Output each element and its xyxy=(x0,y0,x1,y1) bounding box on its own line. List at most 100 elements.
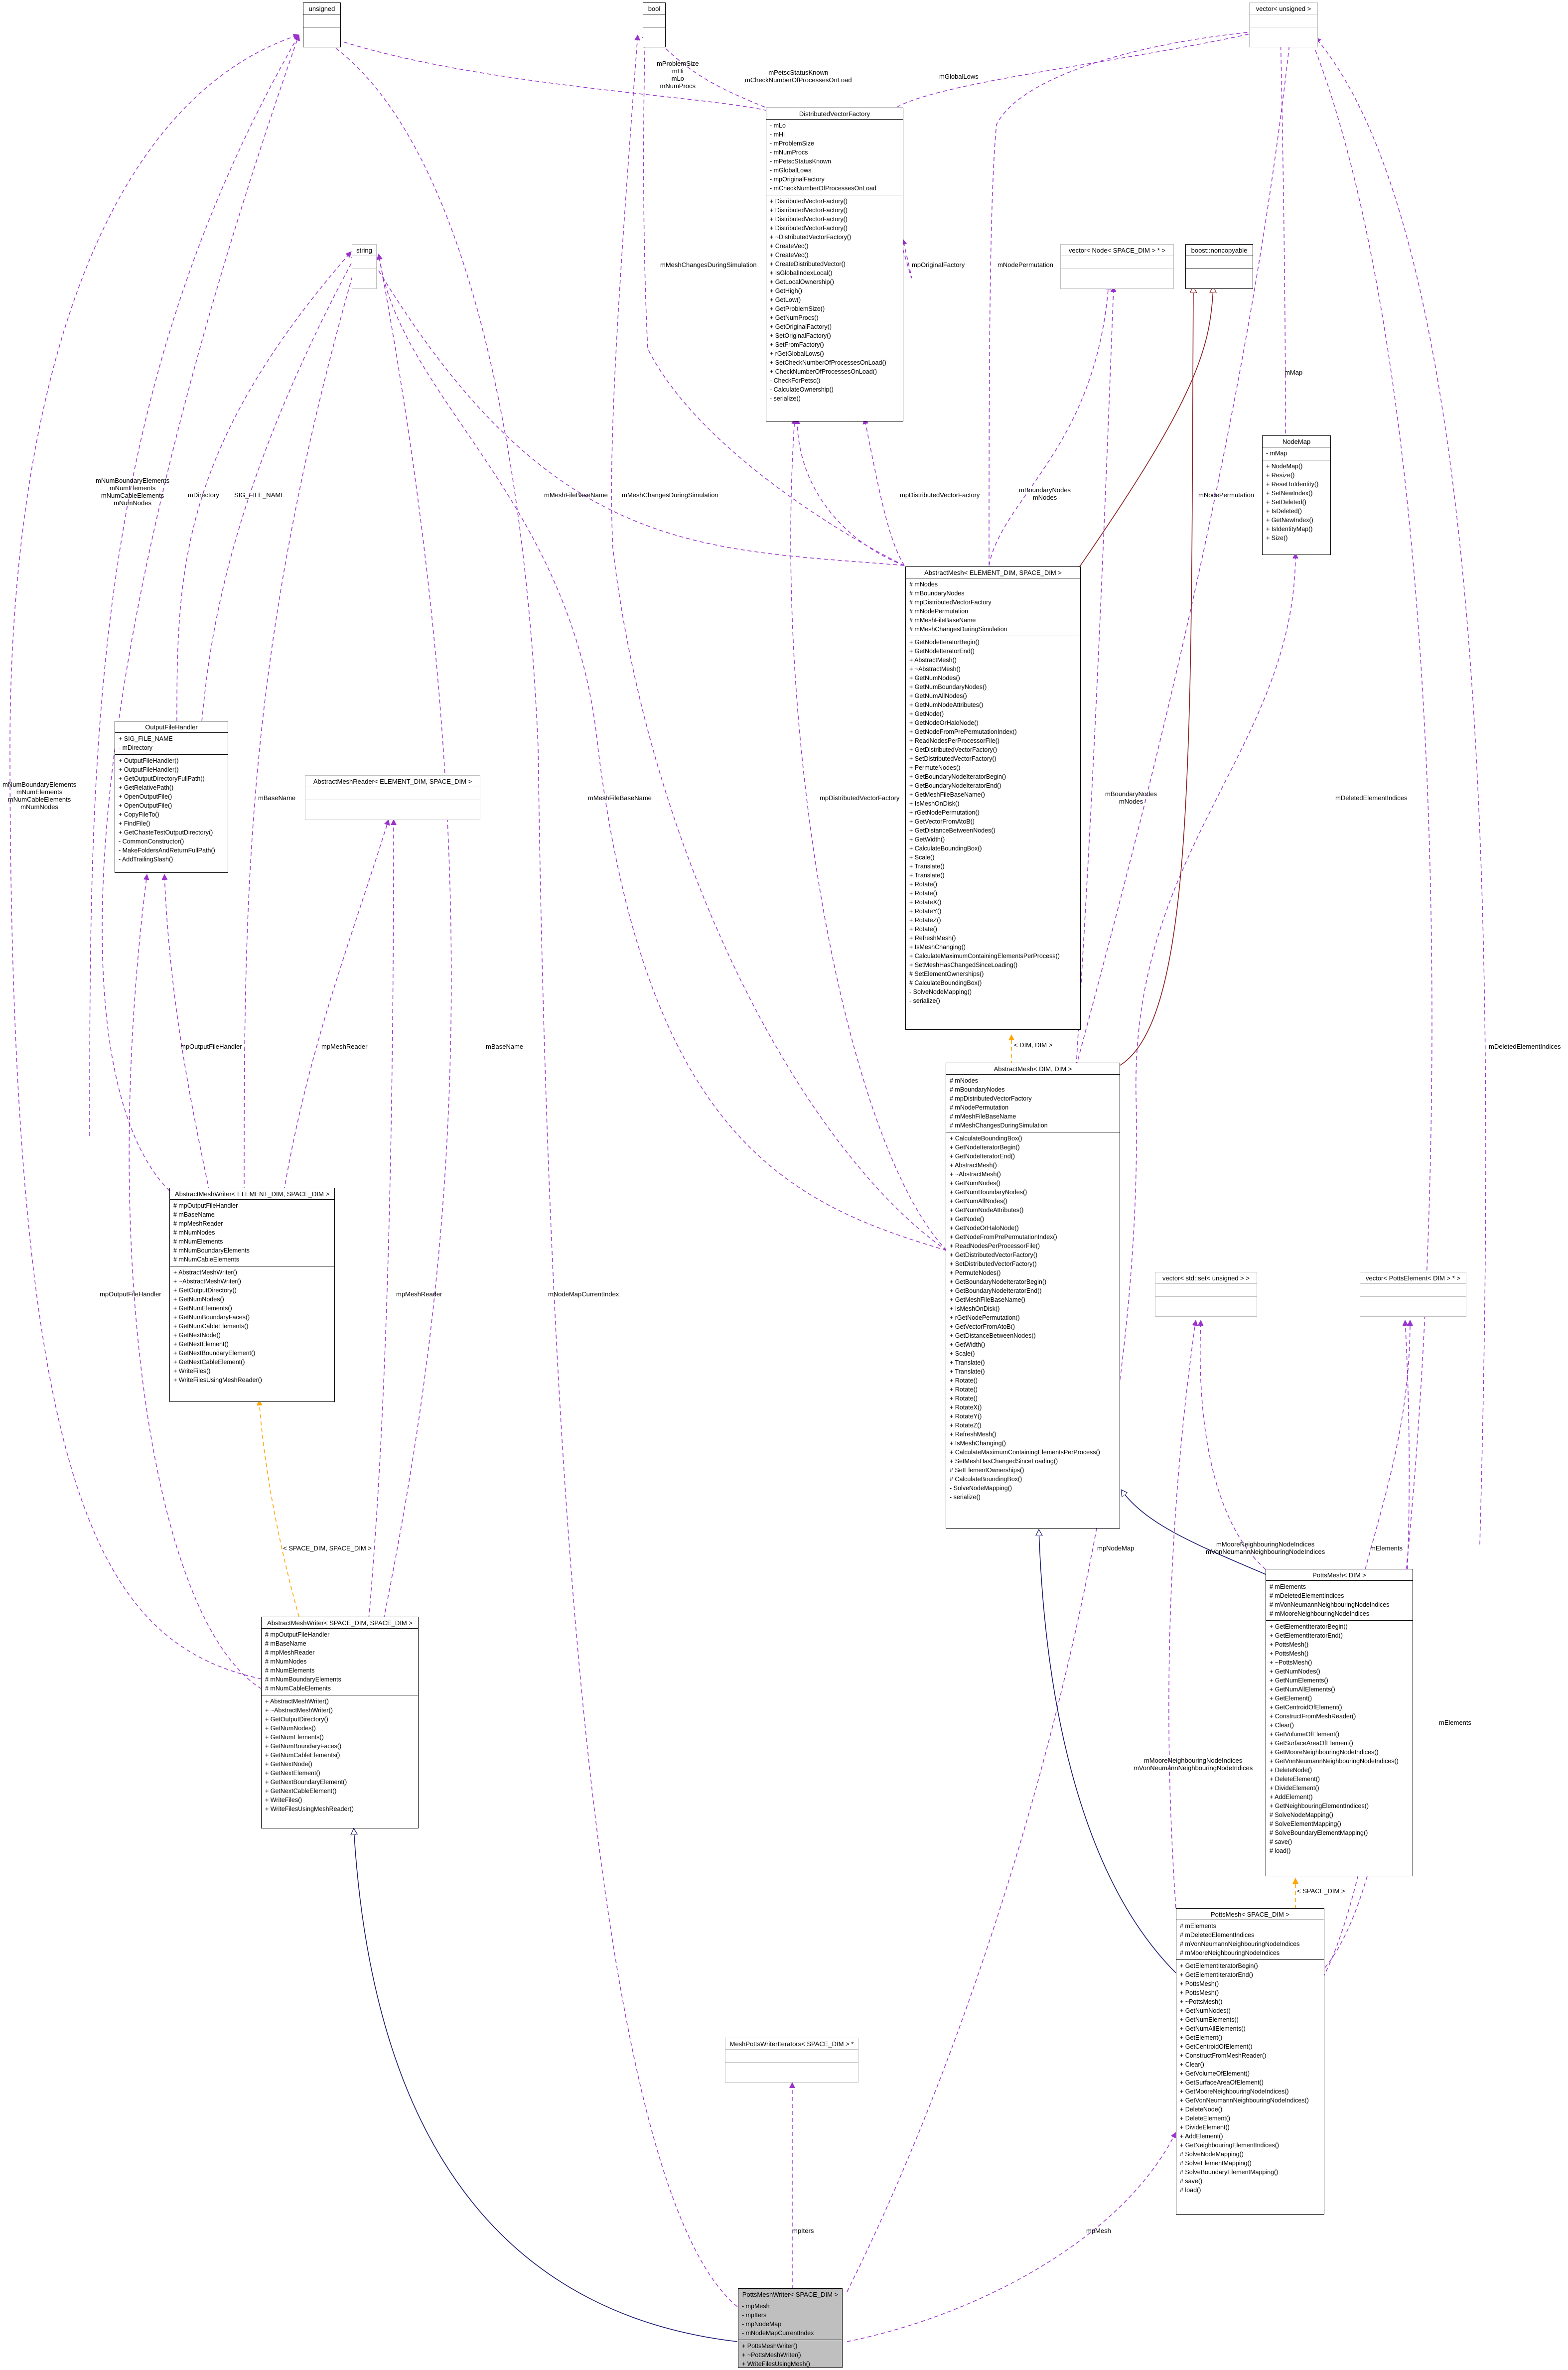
class-member: + GetVolumeOfElement() xyxy=(1270,1731,1339,1738)
class-member: + Rotate() xyxy=(950,1386,978,1393)
class-member: + WriteFiles() xyxy=(173,1368,211,1375)
class-member: + GetVolumeOfElement() xyxy=(1180,2070,1250,2077)
class-bool[interactable]: bool xyxy=(643,2,666,47)
methods: + DistributedVectorFactory()+ Distribute… xyxy=(766,195,903,405)
edge-amwED-ofh xyxy=(161,874,210,1191)
class-vector-unsigned[interactable]: vector< unsigned > xyxy=(1249,2,1318,47)
class-member: + GetNextCableElement() xyxy=(265,1788,337,1795)
class-abstract-mesh-dim-dim[interactable]: AbstractMesh< DIM, DIM > # mNodes# mBoun… xyxy=(946,1063,1120,1529)
class-member: # SetElementOwnerships() xyxy=(950,1467,1024,1474)
class-member: + GetNumAllNodes() xyxy=(950,1198,1007,1205)
class-member: # SolveElementMapping() xyxy=(1180,2160,1252,2167)
class-member: + GetNumElements() xyxy=(265,1734,324,1741)
class-member: - mProblemSize xyxy=(770,140,814,147)
class-member: + AddElement() xyxy=(1270,1794,1313,1801)
class-member: # CalculateBoundingBox() xyxy=(950,1476,1022,1483)
class-member: + RotateZ() xyxy=(909,917,941,924)
class-member: + GetNumElements() xyxy=(173,1305,232,1312)
class-member: + GetNextBoundaryElement() xyxy=(265,1779,347,1786)
class-member: # mNumElements xyxy=(265,1667,315,1674)
class-title: AbstractMesh< DIM, DIM > xyxy=(994,1065,1072,1073)
class-member: + GetBoundaryNodeIteratorBegin() xyxy=(909,773,1006,780)
class-member: - mNumProcs xyxy=(770,149,808,156)
class-member: + GetNodeFromPrePermutationIndex() xyxy=(909,728,1017,735)
class-member: # save() xyxy=(1270,1838,1292,1845)
class-string[interactable]: string xyxy=(352,244,377,289)
class-member: - CalculateOwnership() xyxy=(770,386,834,393)
class-member: + Rotate() xyxy=(909,926,937,933)
class-title: OutputFileHandler xyxy=(145,723,198,731)
class-unsigned[interactable]: unsigned xyxy=(303,2,341,47)
edge-label: mMooreNeighbouringNodeIndices mVonNeuman… xyxy=(1206,1540,1325,1555)
class-member: # mNodes xyxy=(909,581,938,588)
class-member: + GetElement() xyxy=(1270,1695,1312,1702)
class-potts-mesh-dim[interactable]: PottsMesh< DIM > # mElements# mDeletedEl… xyxy=(1266,1569,1413,1876)
class-member: + GetNumBoundaryFaces() xyxy=(173,1314,250,1321)
class-member: + DeleteElement() xyxy=(1270,1776,1320,1783)
class-member: + GetNumNodes() xyxy=(1180,2007,1231,2014)
class-potts-mesh-writer[interactable]: PottsMeshWriter< SPACE_DIM > - mpMesh- m… xyxy=(738,2288,843,2370)
class-member: # SolveElementMapping() xyxy=(1270,1820,1341,1827)
class-abstract-mesh-element-space[interactable]: AbstractMesh< ELEMENT_DIM, SPACE_DIM > #… xyxy=(905,566,1081,1030)
class-abstract-mesh-writer-element-space[interactable]: AbstractMeshWriter< ELEMENT_DIM, SPACE_D… xyxy=(169,1188,335,1402)
class-vector-set-unsigned[interactable]: vector< std::set< unsigned > > xyxy=(1155,1272,1257,1317)
class-member: - mHi xyxy=(770,131,785,138)
class-member: + rGetNodePermutation() xyxy=(950,1314,1020,1321)
class-abstract-mesh-reader[interactable]: AbstractMeshReader< ELEMENT_DIM, SPACE_D… xyxy=(305,775,480,820)
edge-dvf-bool xyxy=(650,32,765,108)
class-vector-node[interactable]: vector< Node< SPACE_DIM > * > xyxy=(1060,244,1174,289)
inherit-writer-amwSS xyxy=(354,1828,738,2342)
class-member: + CalculateBoundingBox() xyxy=(909,845,982,852)
class-member: + GetWidth() xyxy=(909,836,945,843)
class-member: + WriteFiles() xyxy=(265,1797,302,1804)
class-member: - mPetscStatusKnown xyxy=(770,158,831,165)
class-output-file-handler[interactable]: OutputFileHandler + SIG_FILE_NAME- mDire… xyxy=(115,721,228,873)
class-member: + Rotate() xyxy=(950,1395,978,1402)
methods: + AbstractMeshWriter()+ ~AbstractMeshWri… xyxy=(262,1695,418,1815)
class-member: + AbstractMesh() xyxy=(950,1162,997,1169)
class-member: + ~PottsMesh() xyxy=(1180,1998,1223,2005)
class-member: + GetNumNodes() xyxy=(909,675,960,682)
class-potts-mesh-space-dim[interactable]: PottsMesh< SPACE_DIM > # mElements# mDel… xyxy=(1176,1908,1324,2215)
class-member: + GetOutputDirectory() xyxy=(265,1716,328,1723)
class-title: AbstractMesh< ELEMENT_DIM, SPACE_DIM > xyxy=(924,569,1062,576)
class-member: + AbstractMeshWriter() xyxy=(265,1698,329,1705)
inherit-pottsSD-absdd xyxy=(1039,1530,1176,1973)
class-member: + GetLocalOwnership() xyxy=(770,279,834,285)
edge-label: mElements xyxy=(1370,1544,1403,1552)
class-member: + GetNeighbouringElementIndices() xyxy=(1270,1803,1369,1810)
class-member: + IsGlobalIndexLocal() xyxy=(770,270,833,277)
class-member: + RefreshMesh() xyxy=(950,1431,997,1438)
class-member: + GetVonNeumannNeighbouringNodeIndices() xyxy=(1180,2097,1309,2104)
class-member: # mDeletedElementIndices xyxy=(1270,1592,1344,1599)
class-vector-potts-element[interactable]: vector< PottsElement< DIM > * > xyxy=(1360,1272,1466,1317)
edge-label: mpDistributedVectorFactory xyxy=(820,794,900,802)
attributes: - mpMesh- mpIters- mpNodeMap- mNodeMapCu… xyxy=(738,2300,842,2340)
edge-writer-unsigned xyxy=(306,29,738,2307)
class-member: + GetElementIteratorEnd() xyxy=(1270,1632,1343,1639)
edge-pottsDIM-vecpotts xyxy=(1365,1320,1413,1570)
class-member: + RotateZ() xyxy=(950,1422,982,1429)
class-distributed-vector-factory[interactable]: DistributedVectorFactory - mLo- mHi- mPr… xyxy=(766,108,903,421)
class-boost-noncopyable[interactable]: boost::noncopyable xyxy=(1185,244,1253,289)
class-member: + Size() xyxy=(1266,535,1288,542)
class-abstract-mesh-writer-space-space[interactable]: AbstractMeshWriter< SPACE_DIM, SPACE_DIM… xyxy=(261,1617,419,1828)
class-member: + CreateDistributedVector() xyxy=(770,261,846,268)
edge-label: mpDistributedVectorFactory xyxy=(900,491,980,499)
class-member: + CalculateBoundingBox() xyxy=(950,1135,1022,1142)
class-member: + ReadNodesPerProcessorFile() xyxy=(950,1243,1040,1250)
edge-label: mpOutputFileHandler xyxy=(100,1290,161,1298)
class-member: # mDeletedElementIndices xyxy=(1180,1932,1255,1939)
methods: + AbstractMeshWriter()+ ~AbstractMeshWri… xyxy=(170,1266,334,1387)
edge-nodemap-vecunsigned xyxy=(1278,32,1286,434)
class-mesh-potts-writer-iterators[interactable]: MeshPottsWriterIterators< SPACE_DIM > * xyxy=(725,2038,858,2083)
class-member: # mNumBoundaryElements xyxy=(173,1247,250,1254)
class-member: + GetWidth() xyxy=(950,1341,986,1348)
class-nodemap[interactable]: NodeMap - mMap + NodeMap()+ Resize()+ Re… xyxy=(1262,435,1331,555)
class-member: + GetNumCableElements() xyxy=(173,1323,249,1330)
class-member: - mpNodeMap xyxy=(742,2321,782,2328)
class-member: # mMeshFileBaseName xyxy=(950,1113,1016,1120)
class-member: + GetHigh() xyxy=(770,287,802,294)
class-member: + GetOriginalFactory() xyxy=(770,323,832,330)
class-member: + GetElementIteratorEnd() xyxy=(1180,1971,1253,1978)
